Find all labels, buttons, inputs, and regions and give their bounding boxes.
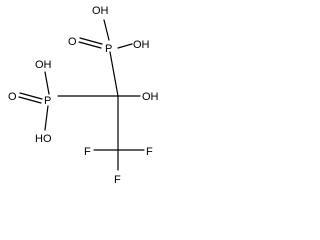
bond-p-right-to-oh-top: [103, 19, 110, 41]
atom-f-bottom: F: [114, 174, 121, 186]
atom-oh-right-top: OH: [92, 5, 109, 17]
bond-p-left-double-o-a: [19, 92, 43, 100]
bond-p-left-to-oh-top: [44, 71, 50, 95]
structural-formula: OH O P OH OH O P OH HO F F F: [8, 5, 159, 186]
bond-p-left-double-o-b: [18, 96, 42, 104]
bond-p-right-to-center-c: [109, 51, 119, 97]
atom-p-right: P: [105, 43, 112, 55]
bond-p-left-to-ho-bottom: [44, 105, 49, 131]
atom-oh-right-side: OH: [133, 39, 150, 51]
atom-oh-left-top: OH: [35, 59, 52, 71]
atom-labels: OH O P OH OH O P OH HO F F F: [8, 5, 159, 186]
atom-p-left: P: [44, 95, 51, 107]
bond-lines: [18, 19, 145, 171]
atom-f-left: F: [84, 146, 91, 158]
bond-p-right-to-oh-side: [117, 43, 133, 49]
atom-ho-left-bottom: HO: [35, 133, 52, 145]
atom-o-double-right: O: [68, 36, 77, 48]
atom-o-double-left: O: [8, 91, 17, 103]
atom-oh-center: OH: [142, 91, 159, 103]
bond-p-right-double-o-a: [79, 37, 103, 45]
atom-f-right: F: [146, 146, 153, 158]
bond-p-right-double-o-b: [78, 41, 102, 49]
